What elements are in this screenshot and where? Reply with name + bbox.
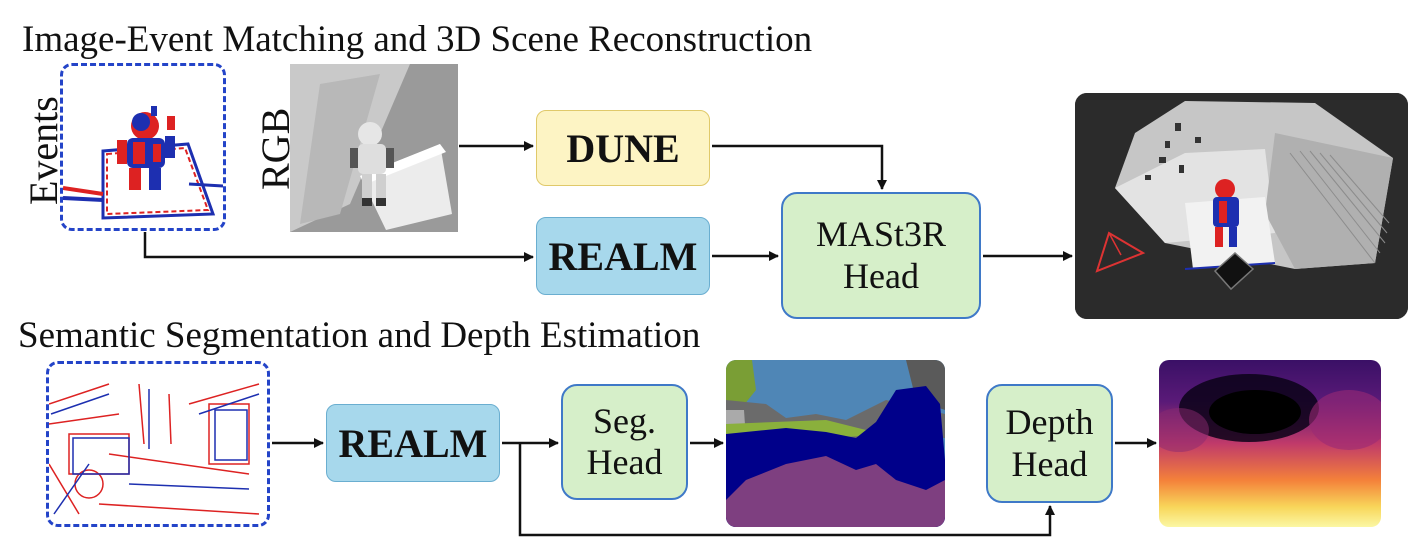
event-frame-robot-image: [63, 106, 223, 220]
mast3r-head-block: MASt3R Head: [781, 192, 981, 319]
bottom-section-title: Semantic Segmentation and Depth Estimati…: [18, 315, 701, 356]
event-frame-street: [46, 361, 270, 527]
depth-output-image: [1159, 374, 1381, 452]
realm-bottom-label: REALM: [338, 420, 488, 466]
rgb-frame-robot: [290, 64, 458, 232]
realm-block-top: REALM: [536, 217, 710, 295]
arrow-dune-to-mast3r: [712, 144, 887, 190]
seg-head-line1: Seg.: [593, 400, 656, 441]
dune-label: DUNE: [566, 125, 680, 171]
mast3r-head-line2: Head: [843, 255, 919, 296]
reconstruction-output-image: [1075, 93, 1408, 319]
event-frame-robot: [60, 63, 226, 231]
depth-head-line1: Depth: [1005, 402, 1094, 443]
arrow-realm-to-depth-head: [518, 443, 1055, 537]
reconstruction-output: [1075, 93, 1408, 319]
top-section-title: Image-Event Matching and 3D Scene Recons…: [22, 19, 813, 60]
realm-top-label: REALM: [548, 233, 698, 279]
seg-head-line2: Head: [586, 442, 663, 482]
dune-block: DUNE: [536, 110, 710, 186]
depth-output: [1159, 360, 1381, 527]
realm-block-bottom: REALM: [326, 404, 500, 482]
depth-head-block: Depth Head: [986, 384, 1113, 503]
segmentation-output: [726, 360, 945, 527]
seg-head-block: Seg. Head: [561, 384, 688, 500]
arrow-events-to-realm: [143, 232, 534, 262]
depth-head-line2: Head: [1011, 443, 1088, 484]
rgb-frame-robot-image: [290, 64, 458, 232]
event-frame-street-image: [49, 383, 260, 515]
mast3r-head-line1: MASt3R: [815, 214, 947, 255]
segmentation-output-image: [726, 360, 945, 527]
